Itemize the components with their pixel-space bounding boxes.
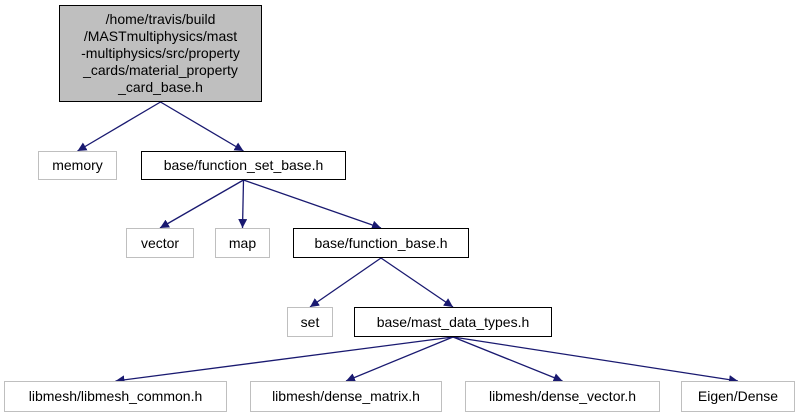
- edge-mast_data_types-to-libmesh_common: [115, 336, 454, 385]
- edge-mast_data_types-to-eigen_dense: [452, 336, 739, 385]
- node-libmesh-common-h: libmesh/libmesh_common.h: [4, 381, 227, 412]
- node-libmesh-common-label: libmesh/libmesh_common.h: [28, 388, 203, 404]
- node-function-set-base-h[interactable]: base/function_set_base.h: [141, 151, 346, 180]
- node-dense-vector-h: libmesh/dense_vector.h: [465, 381, 660, 412]
- edge-function_base-to-set: [309, 257, 382, 308]
- root-line-1: /home/travis/build: [105, 11, 216, 27]
- node-dense-vector-label: libmesh/dense_vector.h: [488, 388, 637, 404]
- node-eigen-dense: Eigen/Dense: [681, 381, 795, 412]
- edge-root-to-memory: [77, 101, 161, 152]
- root-line-2: /MASTmultiphysics/mast: [83, 28, 238, 44]
- node-mast-data-types-h[interactable]: base/mast_data_types.h: [354, 307, 552, 337]
- root-line-5: _card_base.h: [118, 79, 203, 95]
- edge-function_set_base-to-function_base: [243, 179, 382, 230]
- edge-root-to-function_set_base: [160, 101, 244, 152]
- node-function-base-h[interactable]: base/function_base.h: [293, 228, 469, 258]
- edge-function_set_base-to-vector: [159, 179, 244, 229]
- root-line-3: -multiphysics/src/property: [81, 45, 240, 61]
- node-map: map: [215, 228, 270, 258]
- edge-mast_data_types-to-dense_matrix: [345, 336, 454, 382]
- node-set: set: [287, 307, 333, 337]
- node-map-label: map: [228, 234, 257, 251]
- node-dense-matrix-label: libmesh/dense_matrix.h: [272, 388, 420, 404]
- node-mast-data-types-label[interactable]: base/mast_data_types.h: [376, 313, 530, 330]
- node-set-label: set: [300, 313, 320, 330]
- edge-function_base-to-mast_data_types: [380, 257, 454, 308]
- node-vector-label: vector: [140, 234, 180, 251]
- node-function-base-label[interactable]: base/function_base.h: [314, 234, 448, 251]
- edge-function_set_base-to-map: [238, 179, 248, 229]
- edge-mast_data_types-to-dense_vector: [452, 336, 563, 382]
- node-material-property-card-base-h[interactable]: /home/travis/build /MASTmultiphysics/mas…: [59, 5, 262, 102]
- node-memory-label: memory: [52, 157, 103, 173]
- node-memory: memory: [38, 151, 117, 180]
- node-dense-matrix-h: libmesh/dense_matrix.h: [250, 381, 442, 412]
- node-eigen-dense-label: Eigen/Dense: [697, 388, 779, 404]
- node-vector: vector: [126, 228, 194, 258]
- root-line-4: _cards/material_property: [83, 62, 238, 78]
- node-function-set-base-label[interactable]: base/function_set_base.h: [163, 157, 324, 173]
